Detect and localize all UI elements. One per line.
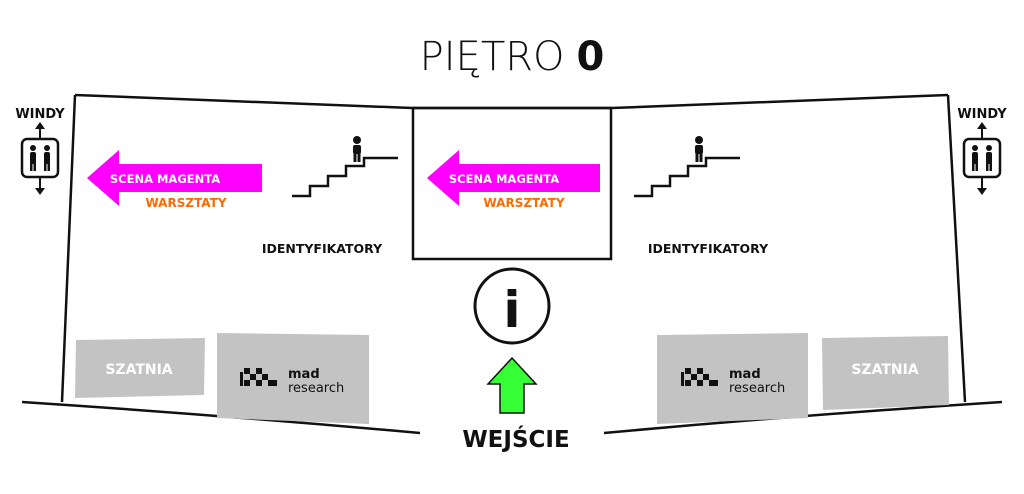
entrance[interactable]: WEJŚCIE — [462, 356, 570, 453]
direction-arrow-left[interactable]: SCENA MAGENTA — [87, 150, 262, 206]
sponsor-booth-left[interactable]: mad research — [217, 333, 369, 424]
cloakroom-label: SZATNIA — [851, 362, 918, 378]
info-symbol: i — [503, 281, 520, 339]
elevator-right[interactable]: WINDY — [957, 107, 1007, 195]
workshops-label: WARSZTATY — [145, 196, 226, 210]
info-icon — [473, 267, 551, 345]
arrow-left-icon — [87, 150, 262, 206]
mad-research-logo — [681, 368, 718, 386]
sponsor-name-line1: mad — [729, 367, 761, 382]
left-zone: SCENA MAGENTA WARSZTATY IDENTYFIKATORY S… — [75, 136, 398, 424]
workshops-label: WARSZTATY — [483, 196, 564, 210]
arrow-label: SCENA MAGENTA — [449, 172, 559, 186]
sponsor-name-line1: mad — [288, 367, 320, 382]
arrow-label: SCENA MAGENTA — [110, 172, 220, 186]
direction-arrow-center[interactable]: SCENA MAGENTA — [427, 150, 600, 206]
sponsor-booth-right[interactable]: mad research — [657, 333, 808, 424]
stairs-icon — [292, 156, 398, 198]
cloakroom-right[interactable]: SZATNIA — [822, 336, 949, 410]
elevator-right-label: WINDY — [957, 107, 1007, 122]
elevator-left[interactable]: WINDY — [15, 107, 65, 195]
right-zone: IDENTYFIKATORY mad research SZATNIA — [634, 136, 949, 424]
center-room — [411, 106, 613, 261]
info-point[interactable]: i — [473, 267, 551, 345]
elevator-icon — [20, 122, 60, 195]
arrow-up-icon — [486, 356, 538, 414]
entrance-label: WEJŚCIE — [462, 425, 569, 453]
sponsor-name-line2: research — [729, 381, 785, 396]
cloakroom-left[interactable]: SZATNIA — [75, 338, 205, 398]
badges-label: IDENTYFIKATORY — [648, 241, 769, 256]
mad-research-logo — [240, 368, 277, 386]
arrow-left-icon — [427, 150, 600, 206]
center-zone: SCENA MAGENTA WARSZTATY i WEJŚCIE — [427, 150, 600, 453]
badges-label: IDENTYFIKATORY — [262, 241, 383, 256]
cloakroom-label: SZATNIA — [105, 362, 172, 378]
sponsor-name-line2: research — [288, 381, 344, 396]
elevator-left-label: WINDY — [15, 107, 65, 122]
stairs-icon — [634, 156, 740, 198]
person-icon — [353, 136, 361, 162]
person-icon — [695, 136, 703, 162]
elevator-icon — [962, 122, 1002, 195]
